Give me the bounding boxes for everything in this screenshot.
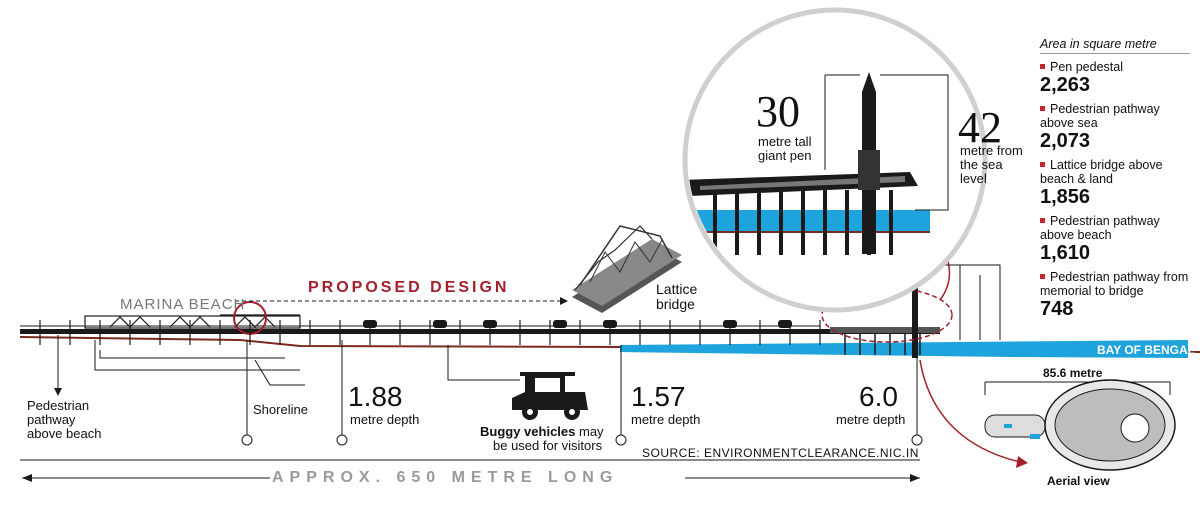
bullet-icon [1040,274,1045,279]
deck-buggy [723,320,737,328]
walkway-deck [20,329,940,334]
deck-buggy [603,320,617,328]
deck-buggy [778,320,792,328]
legend-item: Pen pedestal 2,263 [1040,60,1190,96]
bullet-icon [1040,64,1045,69]
bullet-icon [1040,162,1045,167]
deck-buggy [433,320,447,328]
legend-item: Pedestrian pathway from memorial to brid… [1040,270,1190,320]
source-label: SOURCE: ENVIRONMENTCLEARANCE.NIC.IN [642,446,919,460]
legend-item: Pedestrian pathway above sea 2,073 [1040,102,1190,152]
deck-buggy [363,320,377,328]
area-legend: Area in square metre Pen pedestal 2,263 … [1040,37,1190,320]
deck-pillars [39,320,821,345]
marina-beach-label: MARINA BEACH [120,296,246,313]
legend-item-label: Lattice bridge above beach & land [1040,158,1163,186]
depth2-unit: metre depth [631,412,701,427]
buggy-caption-2: be used for visitors [493,438,603,453]
pathway-line3: above beach [27,426,102,441]
lattice-bridge-label-2: bridge [656,296,695,312]
buggy-rest1: may [575,424,604,439]
aerial-view-drawing [984,379,1176,471]
aerial-width-label: 85.6 metre [1043,366,1103,380]
sea-area [620,340,1188,358]
length-dimension [20,459,920,479]
shoreline-label: Shoreline [253,402,308,417]
pen-height-line1: metre tall [758,134,812,149]
aerial-view-label: Aerial view [1047,474,1110,488]
lattice-bridge [572,225,682,313]
sea-level-line2: the sea [960,157,1003,172]
legend-rule [1040,53,1190,54]
bullet-icon [1040,218,1045,223]
aerial-arrow [919,359,1021,463]
legend-item-value: 1,610 [1040,242,1091,264]
length-label: APPROX. 650 METRE LONG [272,469,619,486]
legend-item-label: Pedestrian pathway above sea [1040,102,1160,130]
proposed-design-label: PROPOSED DESIGN [308,279,510,296]
sea-level-value: 42 [958,103,1002,152]
pathway-line1: Pedestrian [27,398,90,413]
depth1-value: 1.88 [348,381,403,412]
depth1-unit: metre depth [350,412,420,427]
bullet-icon [1040,106,1045,111]
depth-markers [241,340,923,446]
depth2-value: 1.57 [631,381,686,412]
buggy-caption-1: Buggy vehicles may [480,424,604,439]
sea-level-line1: metre from [960,143,1023,158]
legend-item-value: 2,263 [1040,74,1091,96]
depth3-value: 6.0 [859,381,898,412]
legend-header: Area in square metre [1040,37,1157,51]
deck-buggy [553,320,567,328]
pen-height-line2: giant pen [758,148,812,163]
buggy-bold: Buggy vehicles [480,424,576,439]
pen-structure-small [830,262,940,358]
legend-item-label: Pedestrian pathway above beach [1040,214,1160,242]
pathway-line2: pathway [27,412,76,427]
lattice-bridge-label-1: Lattice [656,281,698,297]
bay-of-bengal-label: BAY OF BENGAL [1097,343,1196,357]
deck-buggies [363,320,792,328]
depth3-unit: metre depth [836,412,906,427]
legend-item-value: 748 [1040,298,1074,320]
legend-item: Lattice bridge above beach & land 1,856 [1040,158,1190,208]
zoom-circle [682,7,988,313]
deck-buggy [483,320,497,328]
sea-level-line3: level [960,171,987,186]
legend-item: Pedestrian pathway above beach 1,610 [1040,214,1190,264]
legend-item-value: 2,073 [1040,130,1091,152]
legend-item-label: Pedestrian pathway from memorial to brid… [1040,270,1189,298]
legend-item-label: Pen pedestal [1050,60,1123,74]
pen-height-value: 30 [756,87,800,136]
buggy-icon [512,372,588,420]
legend-item-value: 1,856 [1040,186,1091,208]
